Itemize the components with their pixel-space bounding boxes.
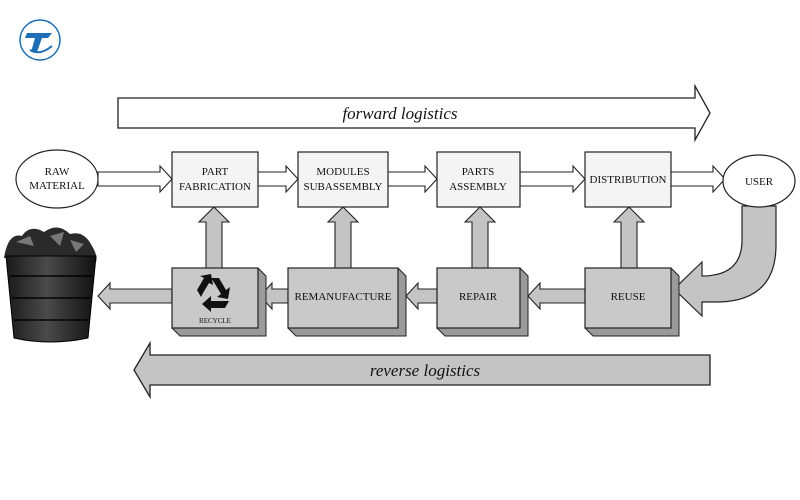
reverse-logistics-label: reverse logistics (370, 361, 481, 380)
arrow-repair-up (463, 206, 497, 269)
node-repair: REPAIR (436, 267, 529, 337)
forward-logistics-label: forward logistics (342, 104, 457, 123)
node-distribution: DISTRIBUTION (584, 151, 672, 208)
node-modules-subassembly: MODULES SUBASSEMBLY (297, 151, 389, 208)
svg-text:MODULES: MODULES (316, 166, 369, 178)
svg-text:PARTS: PARTS (462, 166, 495, 178)
arrow-remanufacture-up (326, 206, 360, 269)
arrow-raw-to-fabrication (97, 164, 173, 194)
svg-text:RECYCLE: RECYCLE (199, 317, 231, 325)
reverse-chain-arrows (97, 281, 586, 311)
arrow-modules-to-parts (387, 164, 438, 194)
arrow-fabrication-to-modules (257, 164, 299, 194)
arrow-reuse-to-repair (527, 281, 586, 311)
arrow-reuse-up (612, 206, 646, 269)
node-reuse: REUSE (584, 267, 680, 337)
svg-text:REMANUFACTURE: REMANUFACTURE (295, 291, 392, 303)
arrow-user-to-reuse (673, 205, 777, 318)
arrow-distribution-to-user (670, 164, 726, 194)
node-recycle: RECYCLE (171, 267, 267, 337)
svg-text:PART: PART (202, 166, 229, 178)
arrow-recycle-to-waste (97, 281, 173, 311)
node-remanufacture: REMANUFACTURE (287, 267, 407, 337)
svg-text:REUSE: REUSE (611, 291, 646, 303)
svg-text:ASSEMBLY: ASSEMBLY (449, 181, 507, 193)
arrow-recycle-up (197, 206, 231, 269)
recycle-icon (197, 274, 230, 312)
node-parts-assembly: PARTS ASSEMBLY (436, 151, 521, 208)
svg-text:RAW: RAW (45, 166, 70, 178)
svg-text:REPAIR: REPAIR (459, 291, 498, 303)
svg-text:USER: USER (745, 176, 774, 188)
reverse-logistics-arrow: reverse logistics (133, 340, 711, 400)
logo-icon (19, 19, 61, 61)
svg-text:DISTRIBUTION: DISTRIBUTION (590, 174, 667, 186)
svg-text:FABRICATION: FABRICATION (179, 181, 251, 193)
node-raw-material: RAW MATERIAL (15, 149, 99, 209)
arrow-repair-to-remanufacture (405, 281, 438, 311)
svg-text:MATERIAL: MATERIAL (29, 180, 85, 192)
forward-logistics-arrow: forward logistics (117, 83, 711, 143)
trash-bin-icon (4, 227, 97, 343)
forward-chain-arrows (97, 164, 726, 194)
upward-arrows (197, 206, 646, 269)
node-part-fabrication: PART FABRICATION (171, 151, 259, 208)
node-user: USER (722, 154, 796, 208)
svg-text:SUBASSEMBLY: SUBASSEMBLY (304, 181, 383, 193)
arrow-parts-to-distribution (519, 164, 586, 194)
